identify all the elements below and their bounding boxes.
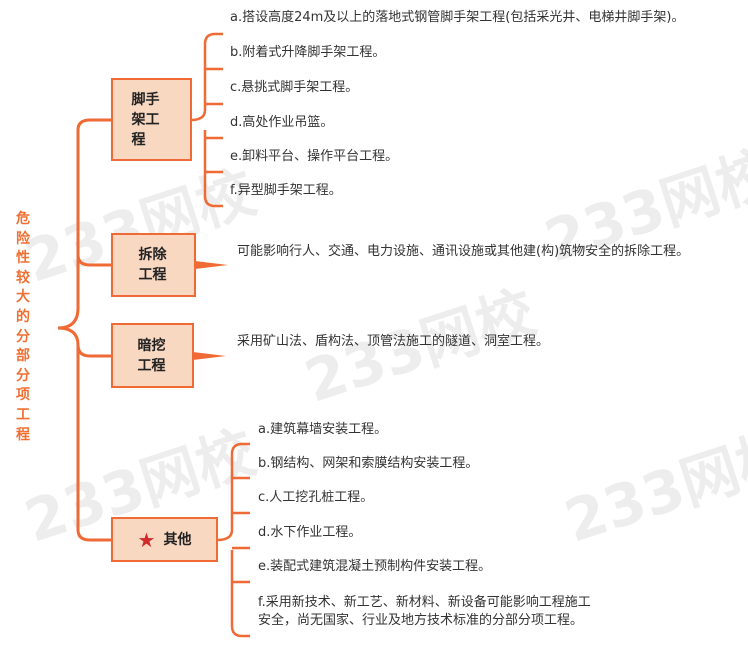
list-item: 采用矿山法、盾构法、顶管法施工的隧道、洞室工程。 [237,334,550,349]
branch-label: 拆除工程 [138,247,167,283]
list-item: b.附着式升降脚手架工程。 [230,45,386,60]
connector [57,118,112,330]
list-item: f.采用新技术、新工艺、新材料、新设备可能影响工程施工 [258,595,591,610]
list-item: c.悬挑式脚手架工程。 [230,80,359,95]
branch-scaffolding[interactable]: 脚手架工程 [111,78,192,161]
list-item: d.高处作业吊篮。 [230,115,334,130]
list-item: d.水下作业工程。 [258,525,362,540]
branch-other[interactable]: ★ 其他 [111,517,218,562]
star-icon: ★ [137,527,156,552]
branch-label: 其他 [163,531,192,548]
list-item: a.建筑幕墙安装工程。 [258,422,388,437]
list-item: c.人工挖孔桩工程。 [258,490,374,505]
branch-demolition[interactable]: 拆除工程 [111,233,196,297]
pointer [193,352,226,360]
bracket [190,32,223,208]
connector [76,345,112,542]
list-item: 可能影响行人、交通、电力设施、通讯设施或其他建(构)筑物安全的拆除工程。 [237,244,690,259]
connector [57,326,112,358]
bracket [216,442,250,638]
branch-excavation[interactable]: 暗挖工程 [111,323,194,388]
list-item: b.钢结构、网架和索膜结构安装工程。 [258,456,479,471]
connector [76,254,112,300]
list-item: f.异型脚手架工程。 [230,183,342,198]
branch-label: 暗挖工程 [137,337,166,374]
pointer [195,261,228,269]
list-item: e.装配式建筑混凝土预制构件安装工程。 [258,559,492,574]
list-item: e.卸料平台、操作平台工程。 [230,149,399,164]
list-item: 安全，尚无国家、行业及地方技术标准的分部分项工程。 [258,613,584,628]
branch-label: 脚手架工程 [131,91,160,148]
root-topic: 危险性较大的分部分项工程 [16,211,30,443]
list-item: a.搭设高度24m及以上的落地式钢管脚手架工程(包括采光井、电梯井脚手架)。 [230,10,685,25]
